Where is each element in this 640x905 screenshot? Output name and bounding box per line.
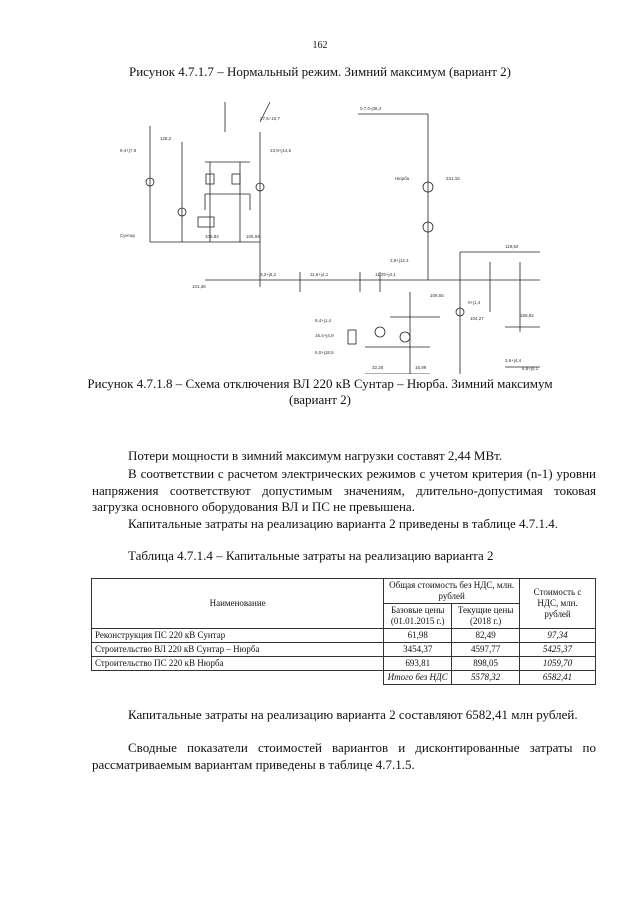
cell-base: 61,98 <box>383 628 453 643</box>
label-bus2: 105,94 <box>246 234 260 239</box>
capex-table: Наименование Общая стоимость без НДС, мл… <box>90 578 596 685</box>
label-nyurba: Нюрба <box>395 176 410 181</box>
total-vat: 6582,41 <box>519 670 596 685</box>
table-row: Реконструкция ПС 220 кВ Сунтар 61,98 82,… <box>90 628 596 643</box>
total-current: 5578,32 <box>451 670 521 685</box>
table-total-row: Итого без НДС 5578,32 6582,41 <box>92 670 596 685</box>
label-bottom-b: 16,99 <box>415 365 427 370</box>
cell-vat: 1059,70 <box>519 656 596 671</box>
label-suntar: Сунтар <box>120 233 135 238</box>
table-row: Строительство ВЛ 220 кВ Сунтар – Нюрба 3… <box>90 642 596 657</box>
cell-name: Реконструкция ПС 220 кВ Сунтар <box>90 628 385 643</box>
label-bottom-a: 32,28 <box>372 365 384 370</box>
label-right-low-d: 0+j1,4 <box>468 300 481 305</box>
figure-caption-line1: Рисунок 4.7.1.8 – Схема отключения ВЛ 22… <box>87 376 553 391</box>
label-bus1: 106,84 <box>205 234 219 239</box>
cell-base: 693,81 <box>383 656 453 671</box>
header-base-prices: Базовые цены (01.01.2015 г.) <box>383 603 453 629</box>
header-total: Общая стоимость без НДС, млн. рублей <box>383 578 521 604</box>
label-right-low-b: 6,8+j0,1 <box>522 366 539 371</box>
figure-caption: Рисунок 4.7.1.8 – Схема отключения ВЛ 22… <box>0 376 640 408</box>
label-right-top: 119,82 <box>505 244 519 249</box>
label-ugp: 159,82 <box>520 313 534 318</box>
paragraph-criterion: В соответствии с расчетом электрических … <box>92 466 596 514</box>
label-line-c: 11,25+j4,1 <box>375 272 396 277</box>
header-cost-vat: Стоимость с НДС, млн. рублей <box>519 578 596 629</box>
cell-base: 3454,37 <box>383 642 453 657</box>
page-number: 162 <box>312 40 328 51</box>
label-left-b: 128,2 <box>160 136 172 141</box>
label-small-c: 6,0+j18,5 <box>315 350 334 355</box>
label-top-b: 0,7,0-j38,4 <box>360 106 382 111</box>
label-small-a: 8,4+j1,4 <box>315 318 332 323</box>
label-small-b: 16,4+j4,9 <box>315 333 334 338</box>
paragraph-power-losses: Потери мощности в зимний максимум нагруз… <box>128 448 503 463</box>
caption-previous-figure: Рисунок 4.7.1.7 – Нормальный режим. Зимн… <box>128 64 511 79</box>
cell-vat: 5425,37 <box>519 642 596 657</box>
label-right-low-a: 3,6+j4,4 <box>505 358 522 363</box>
label-mid-a: 23,9+j14,5 <box>270 148 292 153</box>
label-top-a: 27,5÷10,7 <box>260 116 280 121</box>
cell-name: Строительство ВЛ 220 кВ Сунтар – Нюрба <box>90 642 385 657</box>
cell-current: 4597,77 <box>451 642 521 657</box>
cell-vat: 97,34 <box>519 628 596 643</box>
cell-current: 82,49 <box>451 628 521 643</box>
label-right-bus: 106,55 <box>430 293 444 298</box>
paragraph-capex-ref: Капитальные затраты на реализацию вариан… <box>128 516 559 531</box>
table-row: Строительство ПС 220 кВ Нюрба 693,81 898… <box>90 656 596 671</box>
paragraph-summary-ref: Сводные показатели стоимостей вариантов … <box>92 740 596 772</box>
total-label: Итого без НДС <box>383 670 453 685</box>
single-line-diagram: 9,4+j7,8 Сунтар 128,2 27,5÷10,7 0,7,0-j3… <box>120 101 540 374</box>
figure-caption-line2: (вариант 2) <box>288 392 351 407</box>
cell-current: 898,05 <box>451 656 521 671</box>
paragraph-capex-total: Капитальные затраты на реализацию вариан… <box>128 707 578 722</box>
label-right-low-c: 104,27 <box>470 316 484 321</box>
header-current-prices: Текущие цены (2018 г.) <box>451 603 521 629</box>
table-title: Таблица 4.7.1.4 – Капитальные затраты на… <box>128 548 494 563</box>
header-name: Наименование <box>90 578 385 629</box>
label-line-d: 2,8+j12,4 <box>390 258 409 263</box>
label-suntar-a: 9,4+j7,8 <box>120 148 137 153</box>
label-node-left: 101,36 <box>192 284 206 289</box>
label-line-b: 11,5+j4,1 <box>310 272 329 277</box>
label-line-a: 3,2+j6,2 <box>260 272 277 277</box>
cell-name: Строительство ПС 220 кВ Нюрба <box>90 656 385 671</box>
label-right-val: 231,15 <box>446 176 460 181</box>
